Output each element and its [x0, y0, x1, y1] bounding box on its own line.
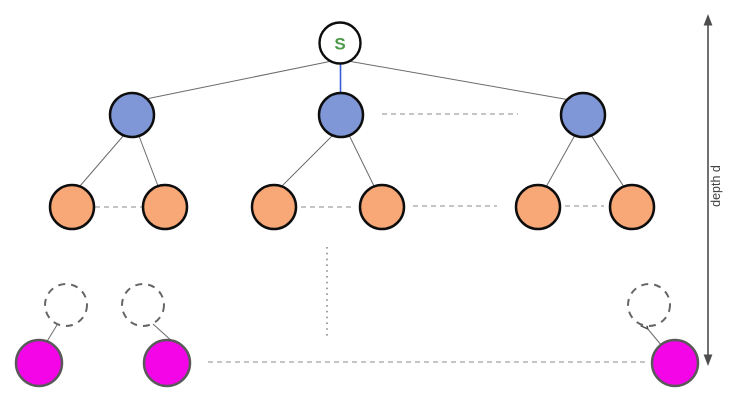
level2-node: [250, 183, 298, 231]
root-node-group: S: [318, 21, 362, 65]
frontier-node: [14, 338, 64, 388]
edge-root-to-right-child: [347, 60, 571, 101]
level2-nodes: [48, 183, 656, 231]
edge-middle-child-2: [348, 134, 375, 187]
edge-right-child-2: [590, 134, 625, 188]
frontier-node: [650, 338, 700, 388]
root-node: [318, 21, 362, 65]
depth-arrow-head-top: [703, 14, 713, 26]
edge-frontier-1-to-ghost: [45, 324, 58, 344]
ellipsis-lines: [95, 113, 648, 363]
level1-nodes: [108, 91, 607, 139]
level1-node: [559, 91, 607, 139]
level2-node: [358, 183, 406, 231]
level1-node: [108, 91, 156, 139]
ghost-nodes: [44, 283, 671, 327]
edge-middle-child-1: [281, 134, 334, 187]
level2-node: [608, 183, 656, 231]
ghost-node: [627, 283, 671, 327]
level2-node: [48, 183, 96, 231]
ghost-node: [121, 283, 165, 327]
root-node-label: S: [334, 35, 345, 54]
edge-left-child-1: [79, 134, 125, 187]
ghost-node: [44, 283, 88, 327]
edge-frontier-3-to-ghost-arrow: [647, 328, 663, 347]
edge-root-to-left-child: [145, 60, 333, 100]
frontier-node: [142, 338, 192, 388]
depth-arrow-head-bottom: [703, 354, 713, 366]
level1-node: [317, 91, 365, 139]
level2-node: [141, 183, 189, 231]
edge-right-child-1: [545, 134, 576, 188]
level2-node: [514, 183, 562, 231]
depth-axis: depth d: [703, 14, 723, 366]
frontier-nodes: [14, 338, 700, 388]
depth-axis-label: depth d: [709, 165, 723, 207]
edge-left-child-2: [138, 135, 159, 187]
